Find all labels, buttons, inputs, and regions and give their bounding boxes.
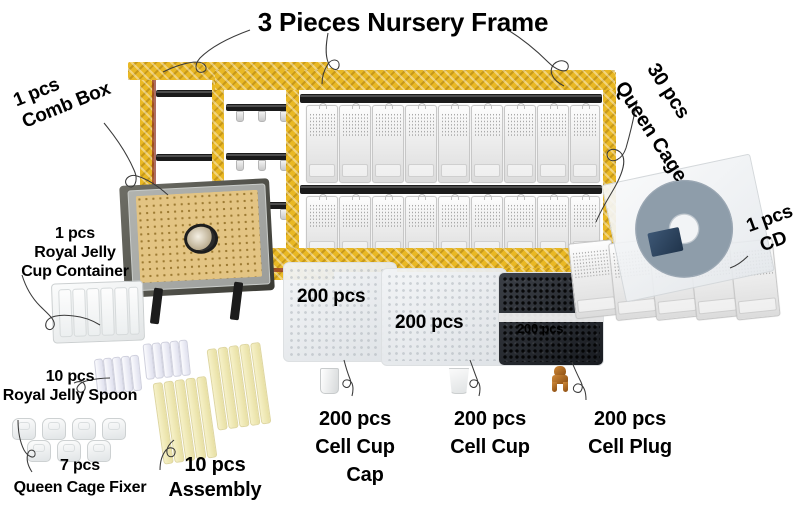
badge-cell-cup-cap-bag: 200 pcs xyxy=(297,286,366,307)
label-royal-jelly-cup-container-name-2: Cup Container xyxy=(21,263,129,280)
queen-cage xyxy=(339,103,371,183)
queen-cage xyxy=(504,103,536,183)
label-cell-cup-name: Cell Cup xyxy=(450,436,530,458)
badge-cell-plug-bag: 200 pcs xyxy=(517,321,564,336)
label-royal-jelly-spoon-name: Royal Jelly Spoon xyxy=(2,387,138,404)
tray-cell xyxy=(72,288,87,337)
queen-cage xyxy=(537,103,569,183)
cell-cup-on-bar xyxy=(258,111,266,122)
queen-cage-fixer xyxy=(57,440,81,462)
cell-cup-cap-bag xyxy=(283,262,397,362)
cell-cup-bag xyxy=(381,268,507,366)
tray-cell xyxy=(58,288,73,338)
label-cell-cup-cap-name-1: Cell Cup xyxy=(315,436,395,458)
frame-2-bar-2 xyxy=(226,153,322,160)
frame-2-bar-3 xyxy=(226,202,322,209)
frame-2-bottom-rail xyxy=(222,267,326,272)
leader-cell-plug xyxy=(571,361,587,401)
label-comb-box: 1 pcs Comb Box xyxy=(10,46,141,132)
cell-plug-head xyxy=(554,366,566,377)
badge-cell-cup-bag: 200 pcs xyxy=(395,312,464,333)
cell-plug-bag-label-strip xyxy=(499,313,603,322)
cell-cup-on-bar xyxy=(236,160,244,171)
queen-cage-fixer xyxy=(87,440,111,462)
queen-cage xyxy=(372,103,404,183)
leader-cell-cup-cap xyxy=(342,359,354,397)
cell-plug-body xyxy=(552,375,568,384)
queen-cage xyxy=(471,103,503,183)
tray-cell xyxy=(114,286,129,336)
assembly-bars-group-back xyxy=(206,339,290,432)
queen-cage-fixer xyxy=(72,418,96,440)
label-queen-cage-fixer-qty: 7 pcs xyxy=(60,457,100,474)
royal-jelly-cup-container xyxy=(50,280,146,344)
frame-bottom-rail xyxy=(215,248,615,268)
frame-1-bar-2 xyxy=(156,154,242,161)
frame-2-bar-1 xyxy=(226,104,322,111)
queen-cage xyxy=(306,103,338,183)
label-cell-plug-name: Cell Plug xyxy=(588,436,672,458)
label-cell-cup-cap-name-2: Cap xyxy=(346,464,384,486)
queen-cage-fixer xyxy=(42,418,66,440)
label-royal-jelly-cup-container-qty: 1 pcs xyxy=(55,225,95,242)
frame-top-rail-right xyxy=(215,70,615,90)
label-queen-cage-fixer-name: Queen Cage Fixer xyxy=(13,479,147,496)
cell-plug-prong-left xyxy=(552,382,557,392)
cell-cup-on-bar xyxy=(258,160,266,171)
queen-cage xyxy=(438,103,470,183)
queen-cage-fixer xyxy=(12,418,36,440)
cell-plug-sample xyxy=(550,366,570,392)
label-assembly-name: Assembly xyxy=(168,479,262,501)
label-cell-cup-cap-qty: 200 pcs xyxy=(319,408,391,430)
nursery-frame-3 xyxy=(286,72,616,272)
frame-3-bar-mid xyxy=(300,185,602,194)
label-cell-cup-qty: 200 pcs xyxy=(454,408,526,430)
frame-3-bar-top xyxy=(300,94,602,103)
label-royal-jelly-cup-container-name-1: Royal Jelly xyxy=(34,244,116,261)
headline-nursery-frame: 3 Pieces Nursery Frame xyxy=(257,7,549,37)
tray-cell xyxy=(100,287,115,336)
cell-cup-sample xyxy=(448,368,470,394)
tray-cell xyxy=(128,286,140,335)
tray-cell xyxy=(86,287,101,337)
label-cell-plug-qty: 200 pcs xyxy=(594,408,666,430)
cell-plug-prong-right xyxy=(563,382,568,392)
cell-cup-cap-sample xyxy=(320,368,339,394)
label-assembly-qty: 10 pcs xyxy=(184,454,246,476)
cell-cup-on-bar xyxy=(236,111,244,122)
queen-cage xyxy=(405,103,437,183)
queen-cage xyxy=(570,103,600,183)
queen-cage-fixer xyxy=(102,418,126,440)
label-royal-jelly-spoon-qty: 10 pcs xyxy=(45,368,95,385)
frame-1-bar-1 xyxy=(156,90,242,97)
